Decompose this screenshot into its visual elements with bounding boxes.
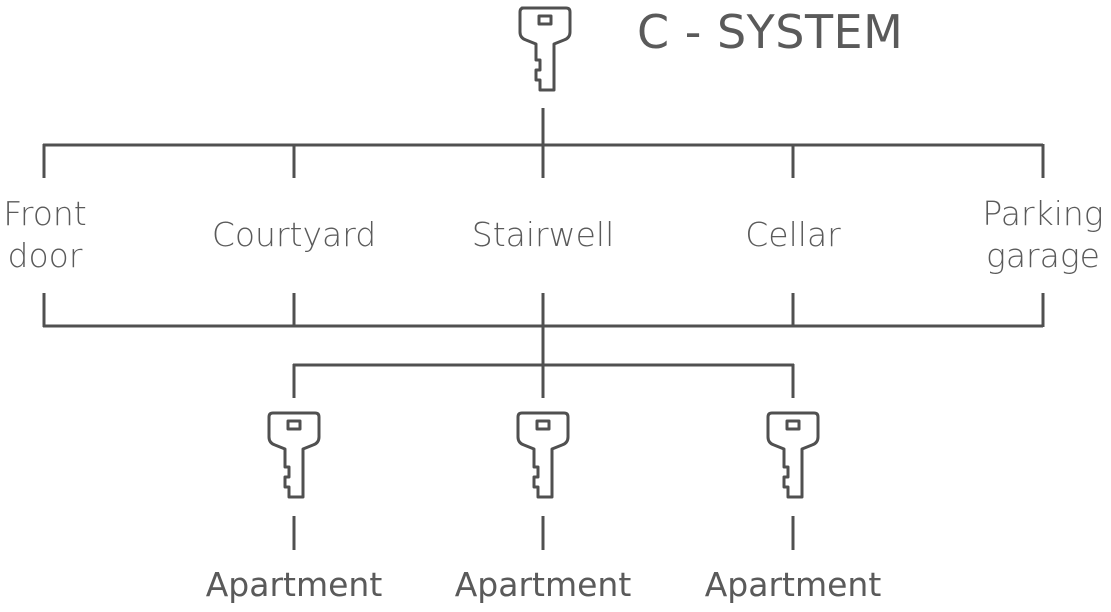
- master-key-icon: [518, 6, 572, 92]
- door-label-parking-garage: Parking garage: [982, 194, 1104, 275]
- door-label-front-door: Front door: [3, 194, 87, 275]
- door-label-cellar: Cellar: [745, 215, 841, 254]
- door-label-stairwell: Stairwell: [471, 215, 615, 254]
- door-label-courtyard: Courtyard: [211, 215, 377, 254]
- apartment-key-icon: [267, 411, 321, 499]
- apartment-label: Apartment: [704, 565, 882, 604]
- diagram-title: C - SYSTEM: [637, 5, 904, 59]
- apartment-key-icon: [516, 411, 570, 499]
- apartment-label: Apartment: [205, 565, 383, 604]
- apartment-key-icon: [766, 411, 820, 499]
- apartment-label: Apartment: [454, 565, 632, 604]
